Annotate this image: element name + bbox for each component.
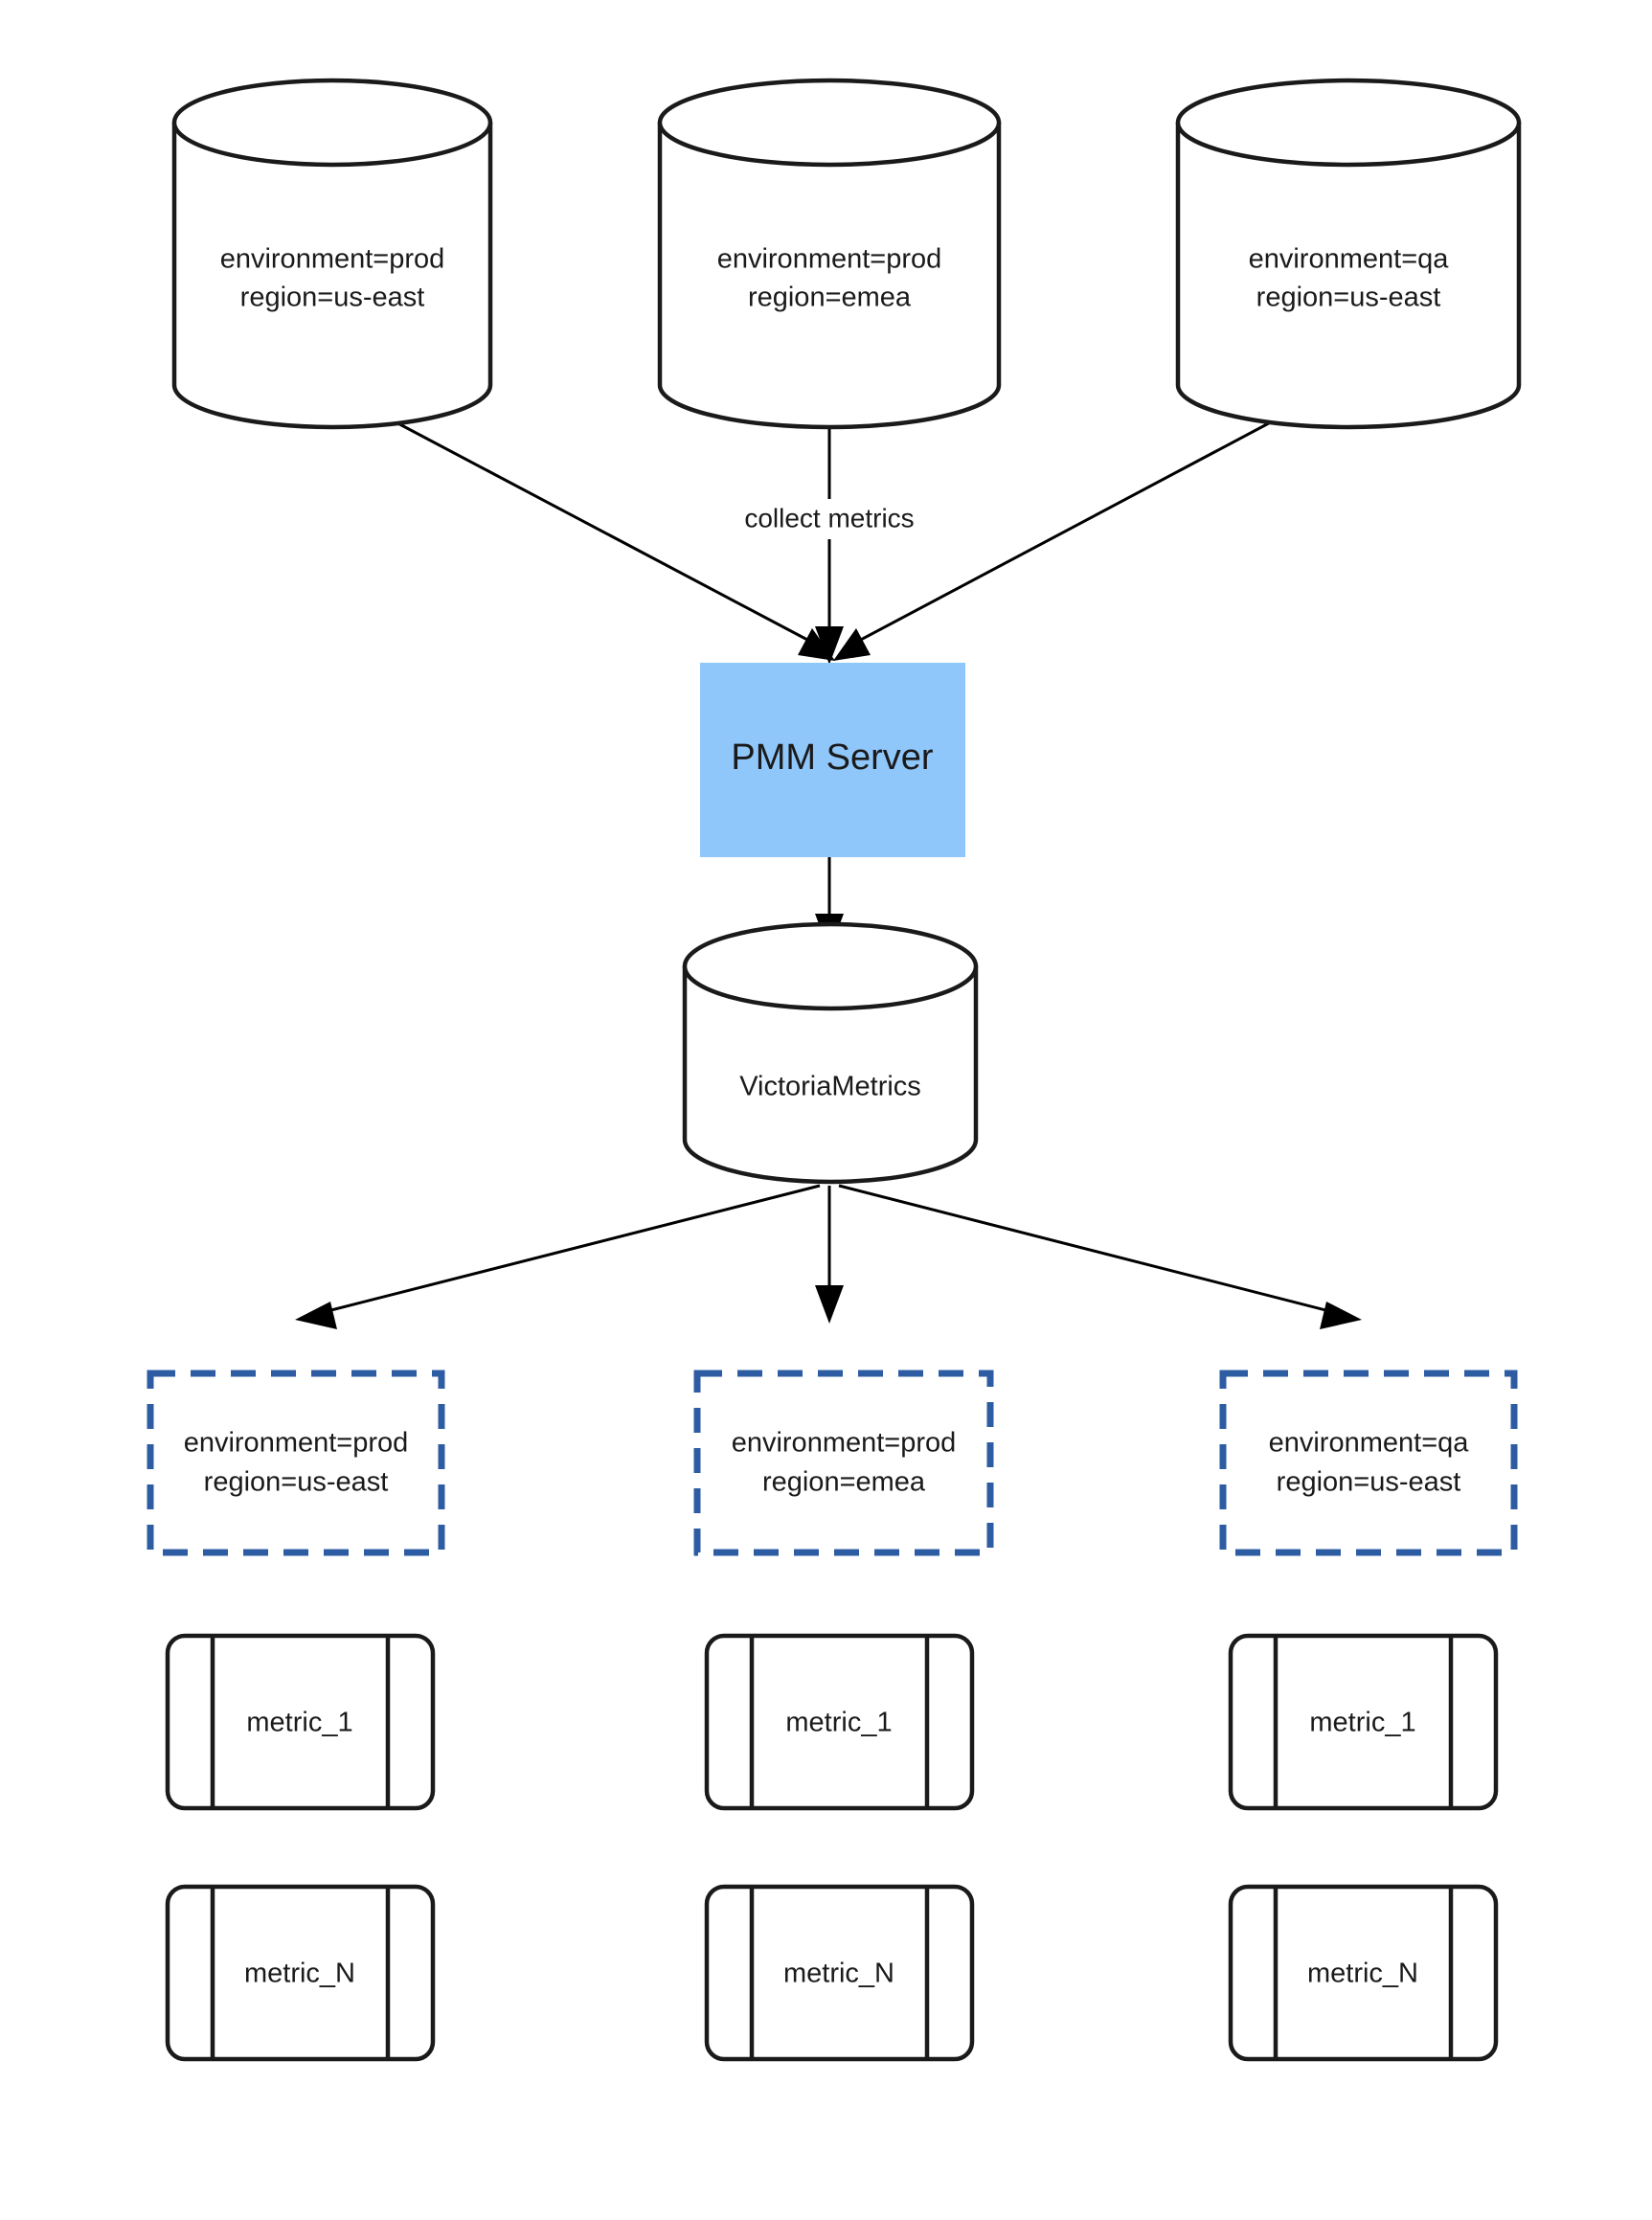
source-cylinder-2-line1: environment=prod [717,244,942,275]
edge-label-collect-metrics: collect metrics [720,499,939,539]
series-group-3-line2: region=us-east [1277,1467,1461,1498]
series-group-1-line2: region=us-east [204,1467,389,1498]
collect-metrics-label: collect metrics [744,503,914,532]
edge-victoria-metrics-to-series-group-3 [838,1184,1362,1329]
source-cylinder-1-line1: environment=prod [220,244,445,275]
series-group-1-line1: environment=prod [184,1428,409,1459]
series-group-3-line1: environment=qa [1269,1428,1470,1459]
metric-box-metric-1-col-3-label: metric_1 [1309,1708,1415,1738]
metric-box-metric-n-col-1-label: metric_N [244,1959,355,1989]
metric-box-metric-n-col-2[interactable]: metric_N [704,1884,975,2062]
metric-row-first: metric_1 metric_1 metric_1 [165,1633,1499,1811]
edges-layer: collect metrics [295,383,1362,1329]
metric-row-last: metric_N metric_N metric_N [165,1884,1499,2062]
source-cylinder-1-line2: region=us-east [240,283,425,313]
metric-box-metric-n-col-1[interactable]: metric_N [165,1884,436,2062]
metric-box-metric-n-col-3-label: metric_N [1307,1959,1418,1989]
metric-box-metric-n-col-2-label: metric_N [783,1959,894,1989]
series-group-2-line2: region=emea [762,1467,926,1498]
edge-source-3-to-pmm-server [833,391,1327,661]
source-cylinder-3[interactable]: environment=qa region=us-east [1175,78,1522,430]
edge-victoria-metrics-to-series-group-2 [815,1186,844,1324]
source-cylinders-group: environment=prod region=us-east environm… [171,78,1522,430]
victoria-metrics-label: VictoriaMetrics [739,1072,921,1102]
source-cylinder-2[interactable]: environment=prod region=emea [657,78,1002,430]
pmm-server-label: PMM Server [731,737,933,778]
source-cylinder-3-line2: region=us-east [1256,283,1441,313]
edge-victoria-metrics-to-series-group-1 [295,1184,821,1329]
metric-box-metric-1-col-2[interactable]: metric_1 [704,1633,975,1811]
metric-box-metric-1-col-1-label: metric_1 [246,1708,352,1738]
victoria-metrics-node[interactable]: VictoriaMetrics [682,921,979,1185]
metric-box-metric-n-col-3[interactable]: metric_N [1228,1884,1499,2062]
source-cylinder-2-line2: region=emea [748,283,912,313]
series-group-box-1[interactable]: environment=prod region=us-east [147,1370,445,1556]
series-groups-layer: environment=prod region=us-east environm… [147,1370,1518,1556]
series-group-2-line1: environment=prod [732,1428,957,1459]
pmm-server-box[interactable] [700,663,965,857]
metric-box-metric-1-col-1[interactable]: metric_1 [165,1633,436,1811]
source-cylinder-1[interactable]: environment=prod region=us-east [171,78,493,430]
metric-box-metric-1-col-3[interactable]: metric_1 [1228,1633,1499,1811]
metric-box-metric-1-col-2-label: metric_1 [785,1708,892,1738]
series-group-box-3[interactable]: environment=qa region=us-east [1219,1370,1518,1556]
series-group-box-2[interactable]: environment=prod region=emea [693,1370,994,1556]
pmm-server-node[interactable]: PMM Server [700,663,965,857]
source-cylinder-3-line1: environment=qa [1249,244,1450,275]
